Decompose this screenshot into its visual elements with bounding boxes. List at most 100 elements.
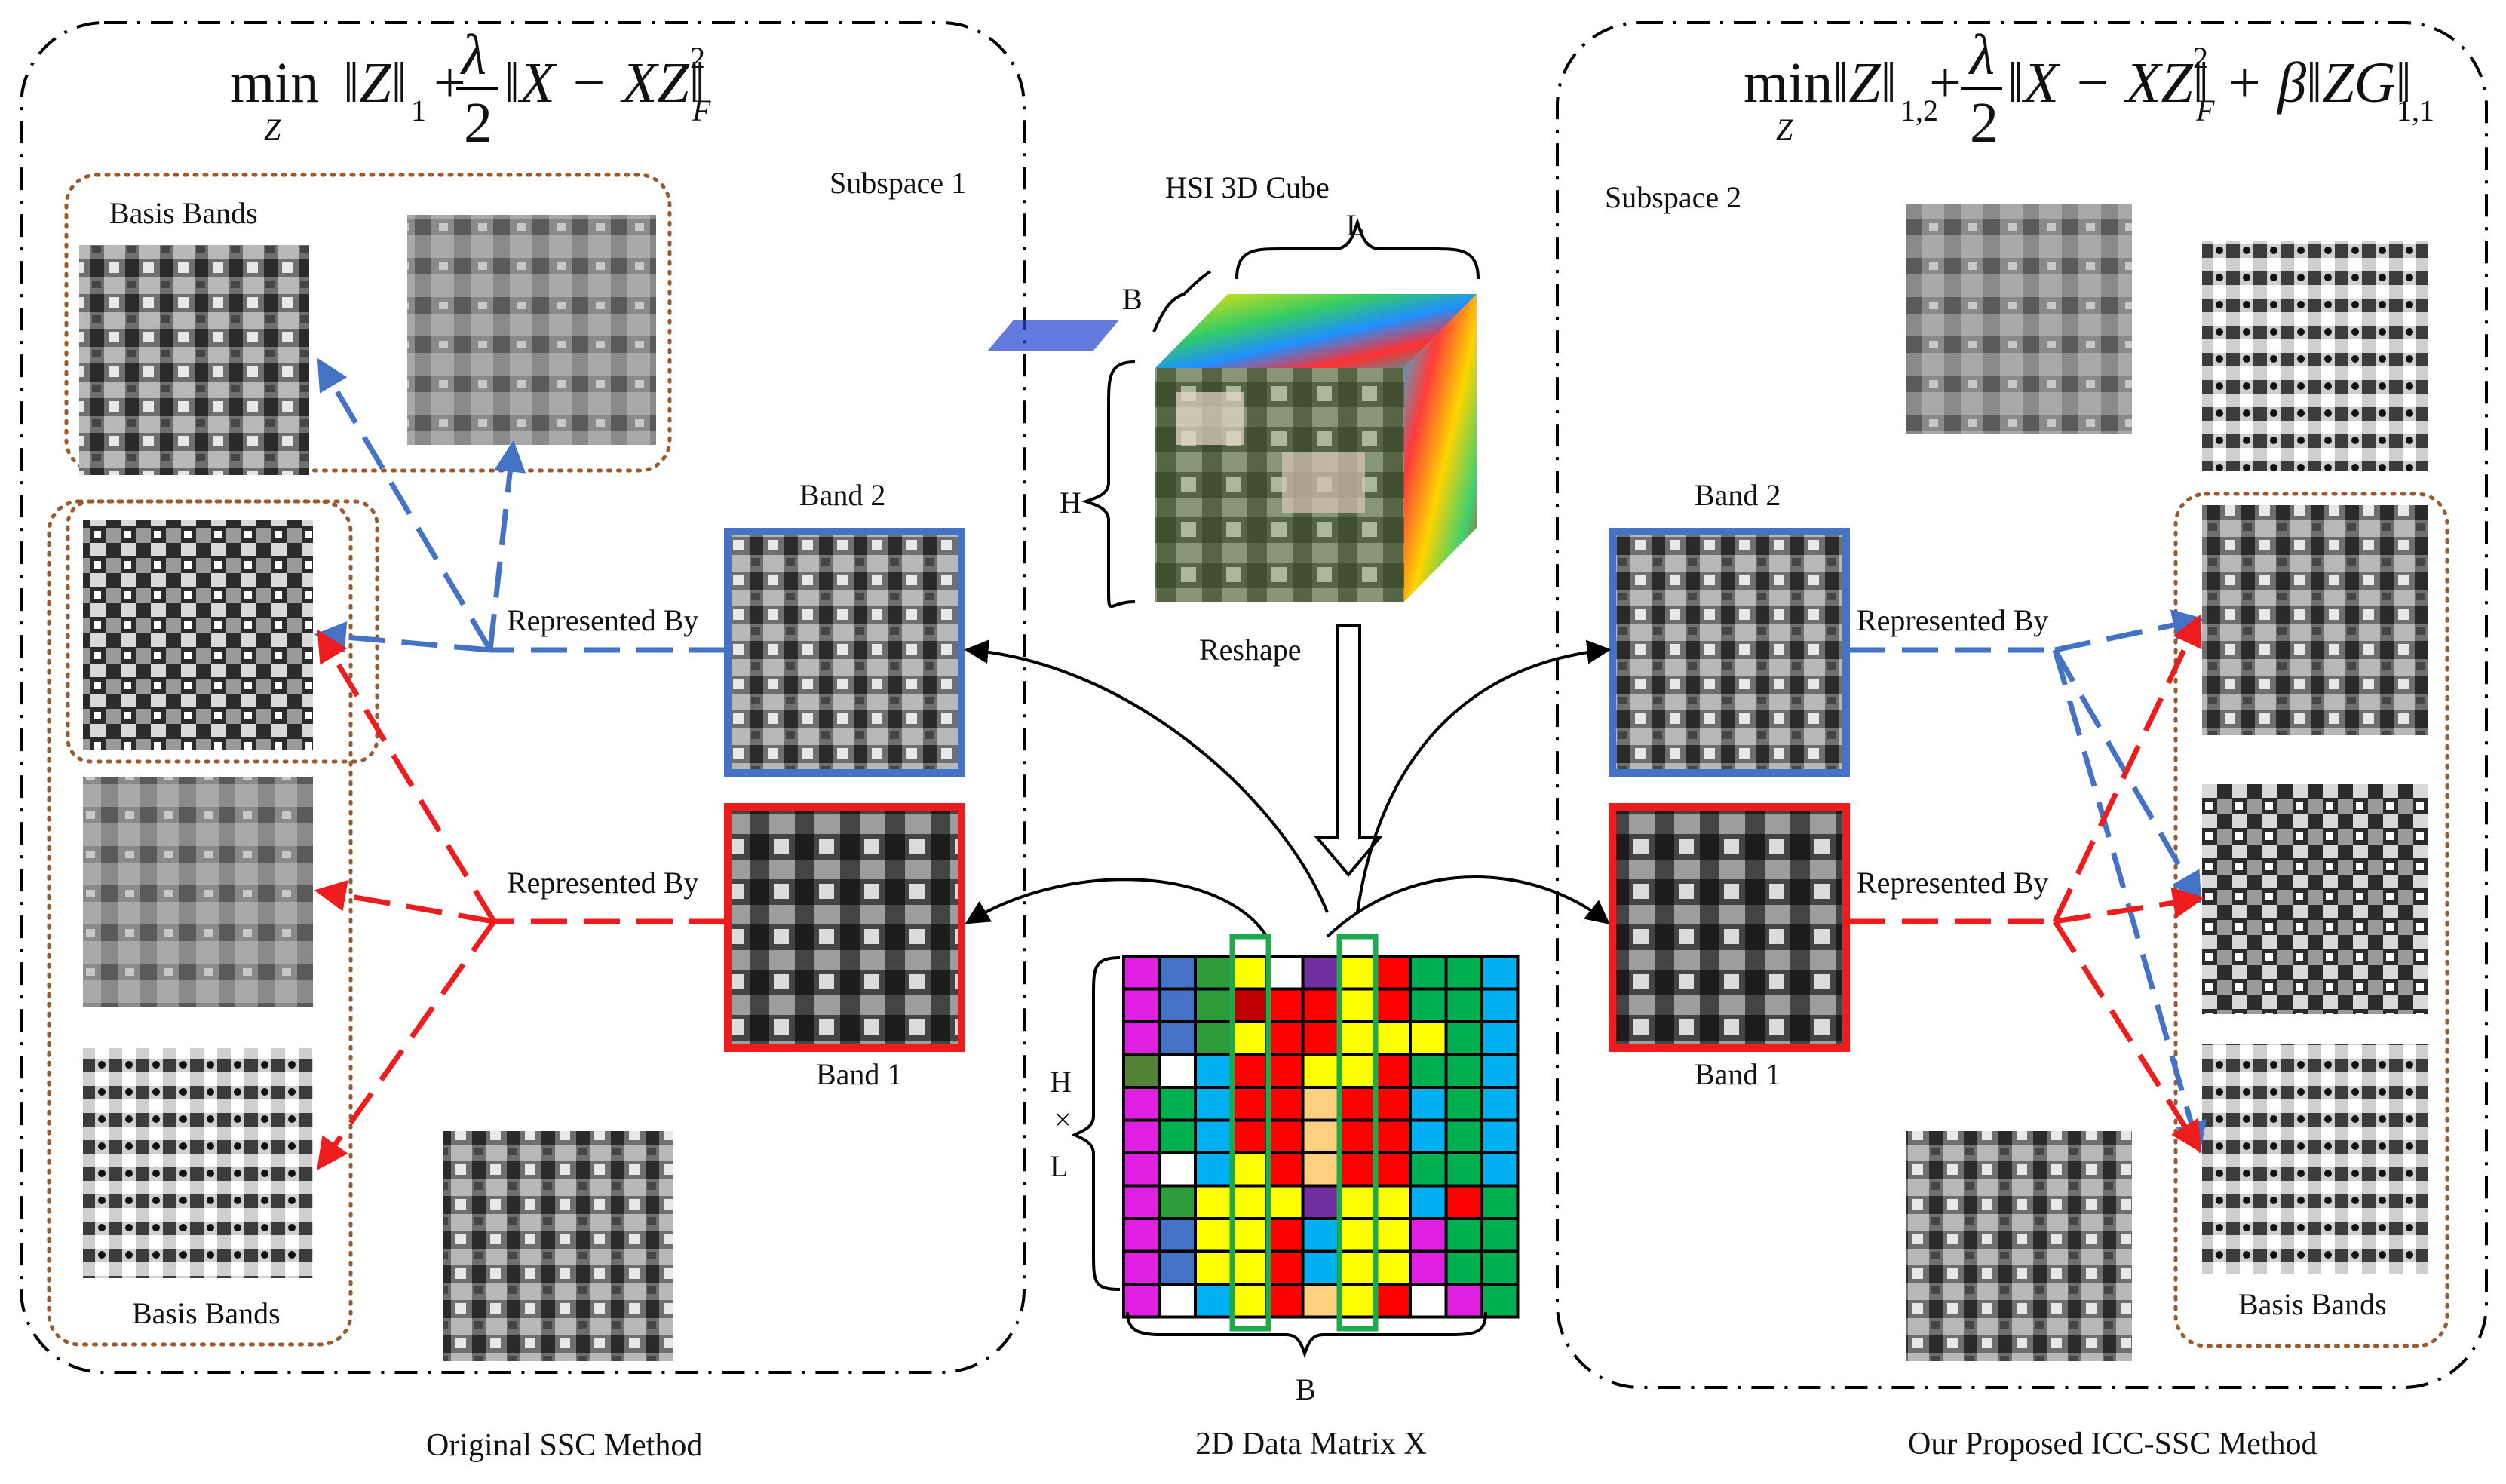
matrix-cell: [1194, 1217, 1233, 1253]
matrix-cell: [1373, 1020, 1412, 1056]
band-image: [83, 1048, 313, 1278]
basis-group-top: [64, 173, 672, 473]
band-image: [83, 520, 313, 750]
matrix-cell: [1444, 1184, 1483, 1220]
matrix-cell: [1337, 1217, 1376, 1253]
matrix-cell: [1229, 1053, 1268, 1089]
matrix-cell: [1301, 1283, 1340, 1319]
matrix-cell: [1444, 1053, 1483, 1089]
matrix-caption: 2D Data Matrix X: [1195, 1427, 1427, 1461]
matrix-cell: [1122, 955, 1161, 991]
matrix-dim-B-label: B: [1296, 1372, 1316, 1406]
matrix-cell: [1409, 1053, 1448, 1089]
matrix-cell: [1409, 1086, 1448, 1122]
matrix-cell: [1265, 1020, 1305, 1056]
matrix-cell: [1480, 987, 1520, 1023]
cube-top-face: [1155, 294, 1477, 368]
right-equation: min Z ‖Z‖ 1,2 + λ 2 ‖X − XZ‖ 2 F + β ‖ZG…: [1744, 23, 2434, 155]
matrix-cell: [1122, 1151, 1161, 1188]
matrix-cell: [1373, 1118, 1412, 1154]
matrix-cell: [1480, 1184, 1520, 1220]
eq-min-sub: Z: [1776, 112, 1793, 146]
represented-by-label: Represented By: [507, 866, 698, 900]
basis-bands-bottom-label: Basis Bands: [132, 1296, 281, 1330]
matrix-cell: [1373, 1151, 1412, 1188]
matrix-cell: [1373, 955, 1412, 991]
matrix-cell: [1229, 1020, 1268, 1056]
matrix-cell: [1480, 1086, 1520, 1122]
eq-term-x-sup: 2: [2193, 41, 2208, 75]
brace-B: [1152, 270, 1212, 333]
matrix-cell: [1409, 1249, 1448, 1286]
matrix-cell: [1122, 1086, 1161, 1122]
matrix-cell: [1194, 1184, 1233, 1220]
matrix-cell: [1229, 1151, 1268, 1188]
matrix-cell: [1158, 1118, 1197, 1154]
matrix-cell: [1480, 1249, 1520, 1286]
matrix-cell: [1265, 955, 1305, 991]
matrix-cell: [1265, 1151, 1305, 1188]
matrix-cell: [1158, 1020, 1197, 1056]
subspace-1-label: Subspace 1: [830, 166, 966, 200]
eq-term-x-sup: 2: [690, 41, 705, 75]
matrix-cell: [1265, 1283, 1305, 1319]
matrix-cell: [1444, 1283, 1483, 1319]
eq-term-z: ‖Z‖: [343, 51, 407, 115]
matrix-dim-times-label: ×: [1054, 1102, 1072, 1136]
matrix-cell: [1122, 1217, 1161, 1253]
matrix-cell: [1265, 987, 1305, 1023]
center-column: HSI 3D Cube L B H Reshape: [964, 170, 1612, 1406]
eq-term-zg-sub: 1,1: [2397, 94, 2434, 127]
hsi-cube: [987, 294, 1477, 602]
matrix-cell: [1480, 1020, 1520, 1056]
matrix-cell: [1194, 987, 1233, 1023]
matrix-cell: [1480, 1118, 1520, 1154]
brace-L: [1235, 217, 1480, 280]
matrix-cell: [1229, 1086, 1268, 1122]
matrix-cell: [1444, 1249, 1483, 1286]
matrix-cell: [1229, 1217, 1268, 1253]
cube-front-tint: [1176, 392, 1244, 445]
band-image: [83, 777, 313, 1007]
eq-term-x-sub: F: [692, 94, 711, 127]
matrix-cell: [1480, 955, 1520, 991]
cube-side-face: [1404, 294, 1477, 602]
matrix-cell: [1229, 1249, 1268, 1286]
matrix-cell: [1301, 1118, 1340, 1154]
matrix-cell: [1444, 1217, 1483, 1253]
matrix-cell: [1229, 987, 1268, 1023]
matrix-cell: [1301, 1086, 1340, 1122]
matrix-cell: [1158, 955, 1197, 991]
matrix-cell: [1409, 1151, 1448, 1188]
left-equation: min Z ‖Z‖ 1 + λ 2 ‖X − XZ‖ 2 F: [230, 23, 711, 155]
band-image: [1906, 1131, 2132, 1361]
red-arrows-left: [314, 629, 725, 1170]
band-2-image: [1609, 528, 1850, 777]
matrix-cell: [1337, 955, 1376, 991]
left-panel-border: [20, 21, 1026, 1374]
matrix-cell: [1444, 1020, 1483, 1056]
right-panel-border: [1556, 21, 2488, 1389]
matrix-cell: [1229, 1118, 1268, 1154]
matrix-cell: [1301, 1151, 1340, 1188]
band-1-label: Band 1: [1695, 1057, 1781, 1091]
eq-term-x: ‖X − XZ‖: [504, 51, 705, 115]
matrix-cell: [1194, 1020, 1233, 1056]
band-image: [79, 245, 309, 475]
matrix-cell: [1409, 987, 1448, 1023]
matrix-cell: [1229, 1184, 1268, 1220]
eq-plus: +: [1929, 51, 1962, 115]
matrix-cell: [1301, 1217, 1340, 1253]
matrix-cell: [1444, 1151, 1483, 1188]
matrix-cell: [1194, 1151, 1233, 1188]
eq-frac-den: 2: [1970, 91, 1998, 155]
eq-term-z-sub: 1: [411, 94, 426, 127]
matrix-cell: [1158, 1053, 1197, 1089]
matrix-cell: [1301, 1249, 1340, 1286]
subspace-2-label: Subspace 2: [1605, 180, 1741, 214]
eq-term-x-sub: F: [2195, 94, 2215, 127]
matrix-cell: [1373, 1217, 1412, 1253]
eq-term-zg: ‖ZG‖: [2306, 51, 2412, 115]
cube-front-tint: [1282, 452, 1365, 513]
matrix-cell: [1337, 1283, 1376, 1319]
